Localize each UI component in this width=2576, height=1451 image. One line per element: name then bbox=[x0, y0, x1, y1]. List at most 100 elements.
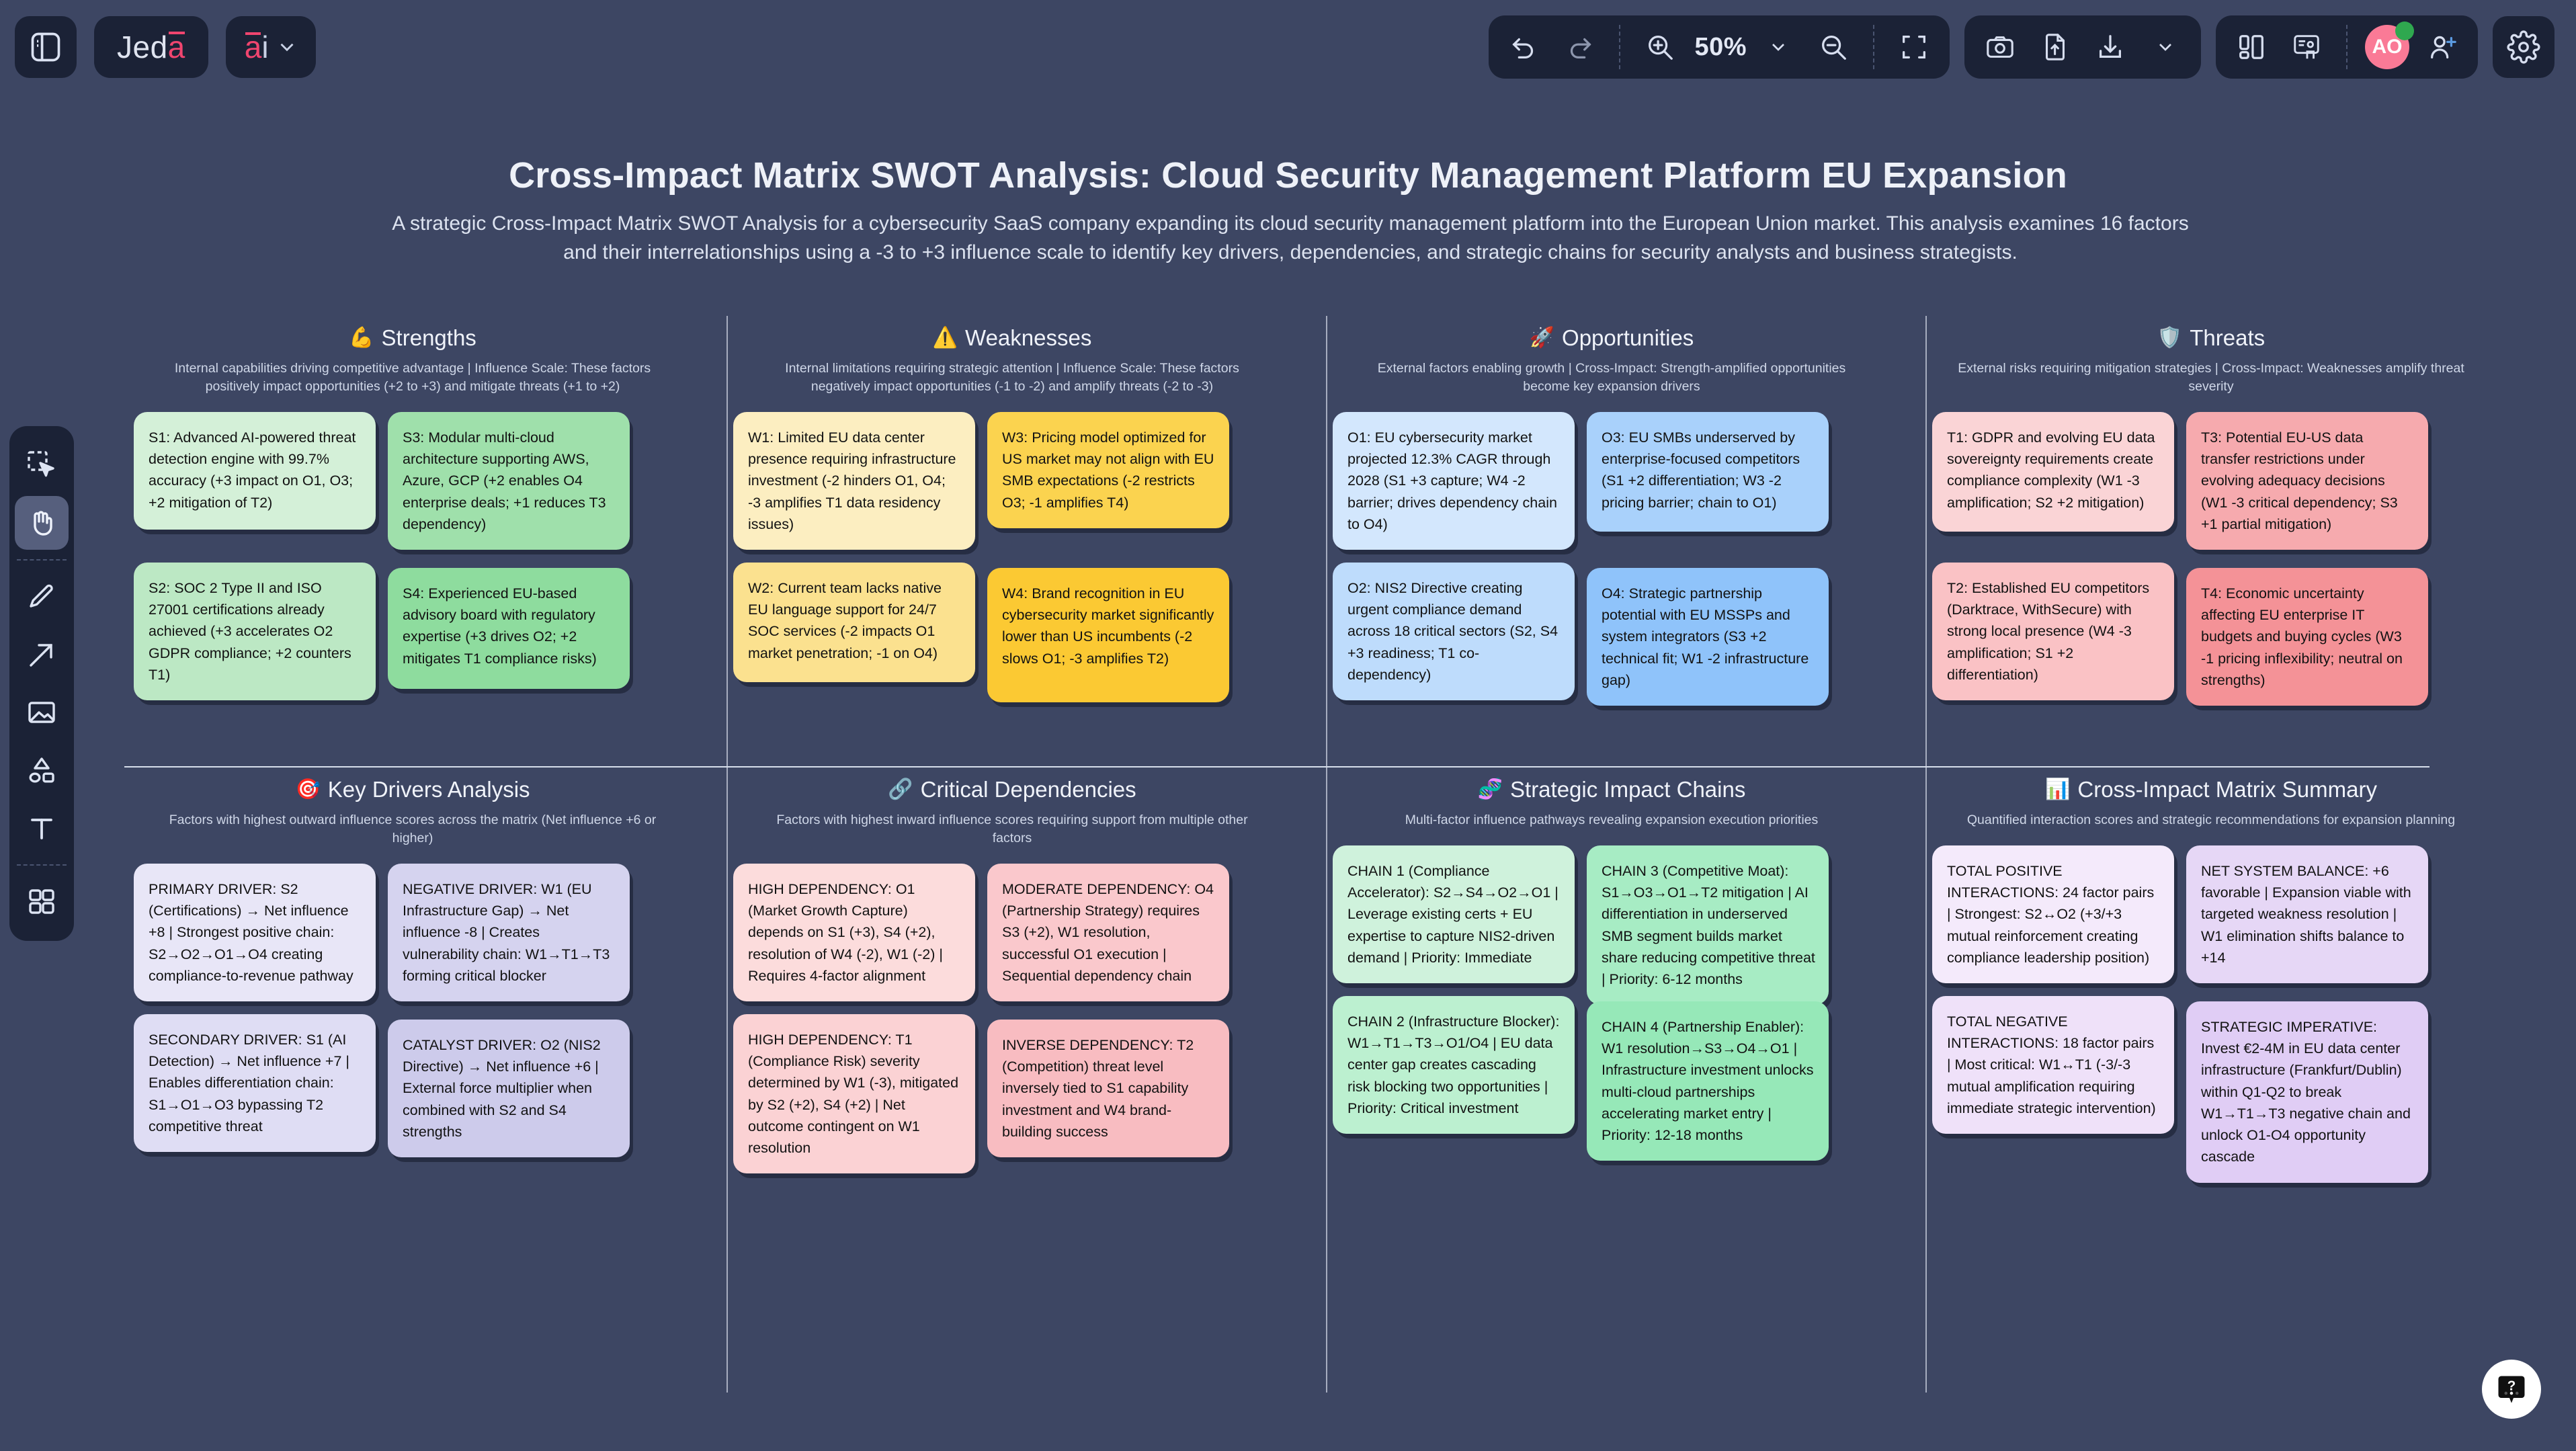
swot-card-secondary-driver[interactable]: SECONDARY DRIVER: S1 (AI Detection) → Ne… bbox=[134, 1013, 376, 1153]
swot-card-chain-2[interactable]: CHAIN 2 (Infrastructure Blocker): W1→T1→… bbox=[1333, 995, 1575, 1134]
fit-to-screen-button[interactable] bbox=[1888, 21, 1940, 73]
download-button[interactable] bbox=[2084, 21, 2136, 73]
upload-button[interactable] bbox=[2029, 21, 2081, 73]
grid-vertical-divider bbox=[1326, 768, 1327, 1393]
swot-card-W1[interactable]: W1: Limited EU data center presence requ… bbox=[733, 411, 975, 550]
card-group: W1: Limited EU data center presence requ… bbox=[724, 411, 1300, 708]
shapes-icon bbox=[29, 757, 54, 783]
swot-card-inverse-dep-t2[interactable]: INVERSE DEPENDENCY: T2 (Competition) thr… bbox=[987, 1019, 1229, 1158]
section-title: Strategic Impact Chains bbox=[1510, 777, 1746, 802]
sidebar-item-pen-tool[interactable] bbox=[15, 570, 69, 624]
swot-card-W4[interactable]: W4: Brand recognition in EU cybersecurit… bbox=[987, 567, 1229, 702]
chevron-down-icon bbox=[2159, 44, 2171, 51]
swot-card-O4[interactable]: O4: Strategic partnership potential with… bbox=[1587, 567, 1829, 706]
swot-card-total-positive[interactable]: TOTAL POSITIVE INTERACTIONS: 24 factor p… bbox=[1932, 845, 2174, 984]
add-user-button[interactable] bbox=[2416, 21, 2468, 73]
swot-card-moderate-dep-o4[interactable]: MODERATE DEPENDENCY: O4 (Partnership Str… bbox=[987, 863, 1229, 1002]
svg-text:?: ? bbox=[2507, 1378, 2516, 1393]
layout-button[interactable] bbox=[2225, 21, 2278, 73]
swot-card-T4[interactable]: T4: Economic uncertainty affecting EU en… bbox=[2186, 567, 2428, 706]
swot-card-chain-4[interactable]: CHAIN 4 (Partnership Enabler): W1 resolu… bbox=[1587, 1001, 1829, 1161]
ai-label-accent: a bbox=[244, 30, 262, 65]
section-title: Weaknesses bbox=[965, 325, 1092, 350]
swot-card-W2[interactable]: W2: Current team lacks native EU languag… bbox=[733, 562, 975, 682]
sidebar-item-select-tool[interactable] bbox=[15, 438, 69, 492]
screenshot-button[interactable] bbox=[1974, 21, 2026, 73]
section-subtitle: Factors with highest outward influence s… bbox=[169, 813, 657, 845]
zoom-out-button[interactable] bbox=[1807, 21, 1860, 73]
swot-card-net-balance[interactable]: NET SYSTEM BALANCE: +6 favorable | Expan… bbox=[2186, 845, 2428, 984]
sidebar-item-shapes-tool[interactable] bbox=[15, 743, 69, 797]
section-title: Cross-Impact Matrix Summary bbox=[2077, 777, 2377, 802]
zoom-level-label: 50% bbox=[1694, 32, 1747, 61]
chevron-down-icon bbox=[1772, 44, 1784, 51]
panel-toggle-icon bbox=[31, 32, 60, 62]
swot-card-primary-driver[interactable]: PRIMARY DRIVER: S2 (Certifications) → Ne… bbox=[134, 863, 376, 1002]
ai-menu-button[interactable]: ai bbox=[225, 16, 316, 78]
swot-card-S1[interactable]: S1: Advanced AI-powered threat detection… bbox=[134, 411, 376, 530]
chevron-down-icon bbox=[280, 43, 294, 52]
swot-card-S3[interactable]: S3: Modular multi-cloud architecture sup… bbox=[388, 411, 630, 550]
swot-card-high-dep-o1[interactable]: HIGH DEPENDENCY: O1 (Market Growth Captu… bbox=[733, 863, 975, 1002]
sidebar-item-hand-tool[interactable] bbox=[15, 496, 69, 550]
section-title: Opportunities bbox=[1562, 325, 1694, 350]
swot-card-catalyst-driver[interactable]: CATALYST DRIVER: O2 (NIS2 Directive) → N… bbox=[388, 1019, 630, 1158]
swot-card-T3[interactable]: T3: Potential EU-US data transfer restri… bbox=[2186, 411, 2428, 550]
swot-card-T1[interactable]: T1: GDPR and evolving EU data sovereignt… bbox=[1932, 411, 2174, 532]
section-title: Threats bbox=[2190, 325, 2266, 350]
image-icon bbox=[28, 702, 55, 723]
section-emoji-icon: 🛡️ bbox=[2157, 327, 2183, 349]
section-title: Strengths bbox=[381, 325, 476, 350]
swot-card-total-negative[interactable]: TOTAL NEGATIVE INTERACTIONS: 18 factor p… bbox=[1932, 995, 2174, 1134]
card-group: HIGH DEPENDENCY: O1 (Market Growth Captu… bbox=[724, 863, 1300, 1174]
download-dropdown-button[interactable] bbox=[2139, 21, 2192, 73]
zoom-dropdown-button[interactable] bbox=[1752, 21, 1804, 73]
redo-button[interactable] bbox=[1553, 21, 1606, 73]
section-header-key-drivers: 🎯Key Drivers Analysis bbox=[124, 777, 701, 802]
camera-icon bbox=[1987, 36, 2013, 58]
sidebar-item-image-tool[interactable] bbox=[15, 686, 69, 739]
user-avatar[interactable]: AO bbox=[2361, 21, 2414, 73]
undo-button[interactable] bbox=[1498, 21, 1550, 73]
swot-card-T2[interactable]: T2: Established EU competitors (Darktrac… bbox=[1932, 562, 2174, 701]
swot-card-O2[interactable]: O2: NIS2 Directive creating urgent compl… bbox=[1333, 562, 1575, 701]
toolbar-divider bbox=[2346, 25, 2348, 69]
swot-card-O1[interactable]: O1: EU cybersecurity market projected 12… bbox=[1333, 411, 1575, 550]
swot-card-high-dep-t1[interactable]: HIGH DEPENDENCY: T1 (Compliance Risk) se… bbox=[733, 1013, 975, 1174]
section-subtitle: Quantified interaction scores and strate… bbox=[1966, 813, 2456, 827]
swot-card-W3[interactable]: W3: Pricing model optimized for US marke… bbox=[987, 411, 1229, 528]
section-title: Critical Dependencies bbox=[920, 777, 1136, 802]
settings-button[interactable] bbox=[2493, 16, 2554, 78]
swot-card-chain-3[interactable]: CHAIN 3 (Competitive Moat): S1→O3→O1→T2 … bbox=[1587, 845, 1829, 1005]
swot-card-negative-driver[interactable]: NEGATIVE DRIVER: W1 (EU Infrastructure G… bbox=[388, 863, 630, 1002]
swot-card-S2[interactable]: S2: SOC 2 Type II and ISO 27001 certific… bbox=[134, 562, 376, 701]
swot-card-S4[interactable]: S4: Experienced EU-based advisory board … bbox=[388, 567, 630, 689]
toolbar-right-group: 50% bbox=[1489, 15, 2576, 79]
gear-icon bbox=[2507, 30, 2540, 64]
grid-vertical-divider bbox=[1326, 316, 1327, 766]
present-button[interactable] bbox=[2280, 21, 2333, 73]
arrow-icon bbox=[30, 644, 52, 667]
sidebar-toggle-button[interactable] bbox=[15, 16, 77, 78]
avatar: AO bbox=[2365, 22, 2414, 69]
swot-card-strategic-imperative[interactable]: STRATEGIC IMPERATIVE: Invest €2-4M in EU… bbox=[2186, 1001, 2428, 1183]
card-group: O1: EU cybersecurity market projected 12… bbox=[1323, 411, 1900, 708]
swot-card-O3[interactable]: O3: EU SMBs underserved by enterprise-fo… bbox=[1587, 411, 1829, 532]
section-title: Key Drivers Analysis bbox=[327, 777, 530, 802]
toolbar-divider bbox=[1619, 25, 1621, 69]
sidebar-item-text-tool[interactable] bbox=[15, 801, 69, 855]
zoom-in-button[interactable] bbox=[1634, 21, 1686, 73]
section-header-strategic-chains: 🧬Strategic Impact Chains bbox=[1323, 777, 1900, 802]
sidebar-item-arrow-tool[interactable] bbox=[15, 628, 69, 681]
help-button[interactable]: ? bbox=[2482, 1360, 2541, 1419]
grid-vertical-divider bbox=[726, 316, 728, 766]
sidebar-item-grid-tool[interactable] bbox=[15, 875, 69, 929]
section-header-matrix-summary: 📊Cross-Impact Matrix Summary bbox=[1923, 777, 2499, 802]
swot-card-chain-1[interactable]: CHAIN 1 (Compliance Accelerator): S2→S4→… bbox=[1333, 845, 1575, 984]
